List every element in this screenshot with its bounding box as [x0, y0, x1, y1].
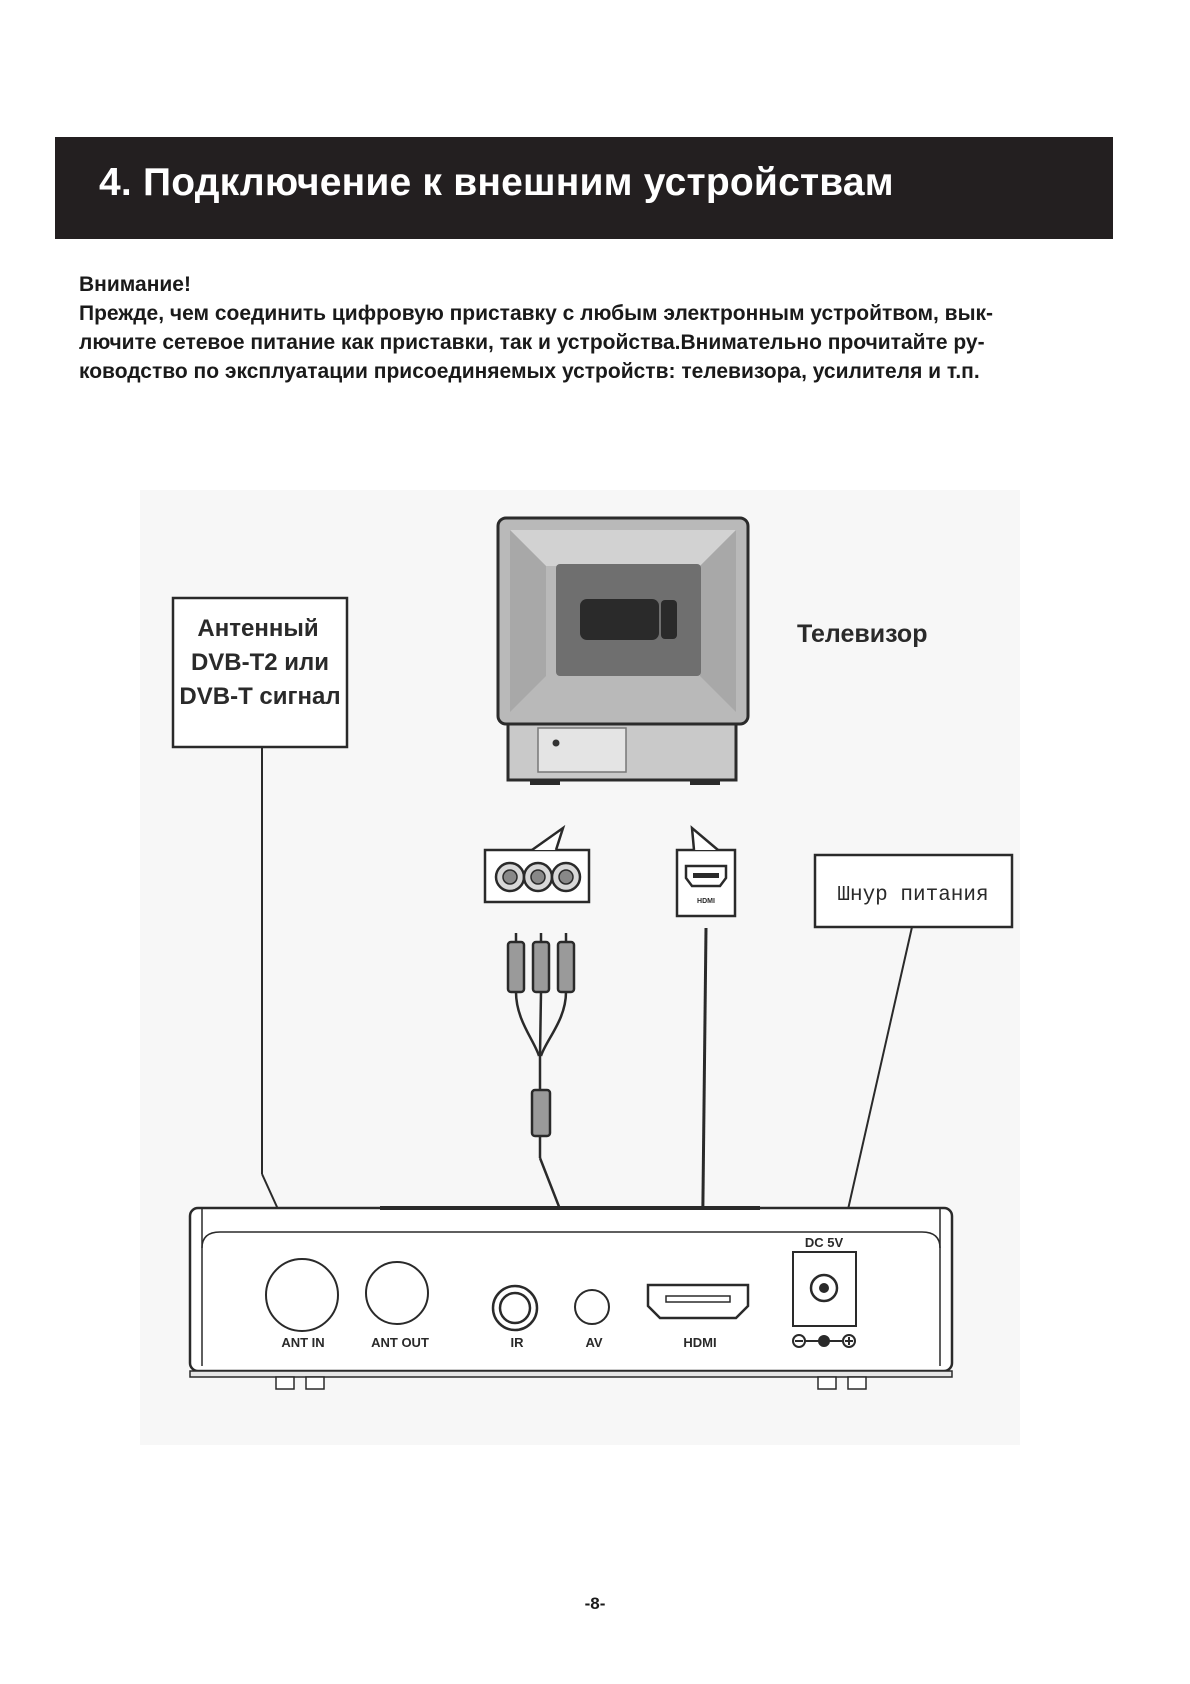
warning-heading: Внимание! — [79, 273, 191, 296]
ant-out-label: ANT OUT — [371, 1335, 429, 1350]
settop-box-rear — [188, 1206, 954, 1390]
hdmi-label: HDMI — [683, 1335, 716, 1350]
hdmi-port — [646, 1283, 750, 1320]
ant-in-label: ANT IN — [281, 1335, 324, 1350]
av-label: AV — [585, 1335, 602, 1350]
warning-line-3: ководство по эксплуатации присоединяемых… — [79, 360, 980, 383]
polarity-icon — [792, 1334, 856, 1348]
av-port — [574, 1289, 610, 1325]
warning-line-2: лючите сетевое питание как приставки, та… — [79, 331, 985, 354]
section-title: 4. Подключение к внешним устройствам — [99, 161, 894, 204]
av-cable — [506, 933, 592, 1287]
warning-line-1: Прежде, чем соединить цифровую приставку… — [79, 302, 994, 325]
dc-port — [792, 1251, 857, 1327]
dc-label: DC 5V — [805, 1235, 844, 1250]
antenna-line-3: DVB-T сигнал — [179, 683, 340, 710]
power-cable — [836, 926, 913, 1259]
power-cord-box — [813, 853, 1014, 929]
hdmi-callout — [675, 825, 737, 918]
ant-out-port — [365, 1261, 429, 1325]
ir-label: IR — [511, 1335, 525, 1350]
antenna-line-1: Антенный — [197, 615, 318, 642]
warning-block: Внимание! Прежде, чем соединить цифровую… — [79, 270, 1129, 386]
tv-icon — [496, 516, 750, 785]
antenna-box — [171, 596, 349, 749]
power-cord-label: Шнур питания — [837, 884, 988, 907]
section-header: 4. Подключение к внешним устройствам — [55, 137, 1113, 239]
page-number: -8- — [584, 1594, 606, 1613]
tv-label: Телевизор — [797, 620, 927, 648]
ir-port — [491, 1284, 539, 1332]
hdmi-tv-label: HDMI — [697, 898, 715, 905]
ant-in-port — [265, 1258, 339, 1332]
rca-jacks-callout — [483, 824, 591, 904]
antenna-line-2: DVB-T2 или — [191, 649, 329, 676]
